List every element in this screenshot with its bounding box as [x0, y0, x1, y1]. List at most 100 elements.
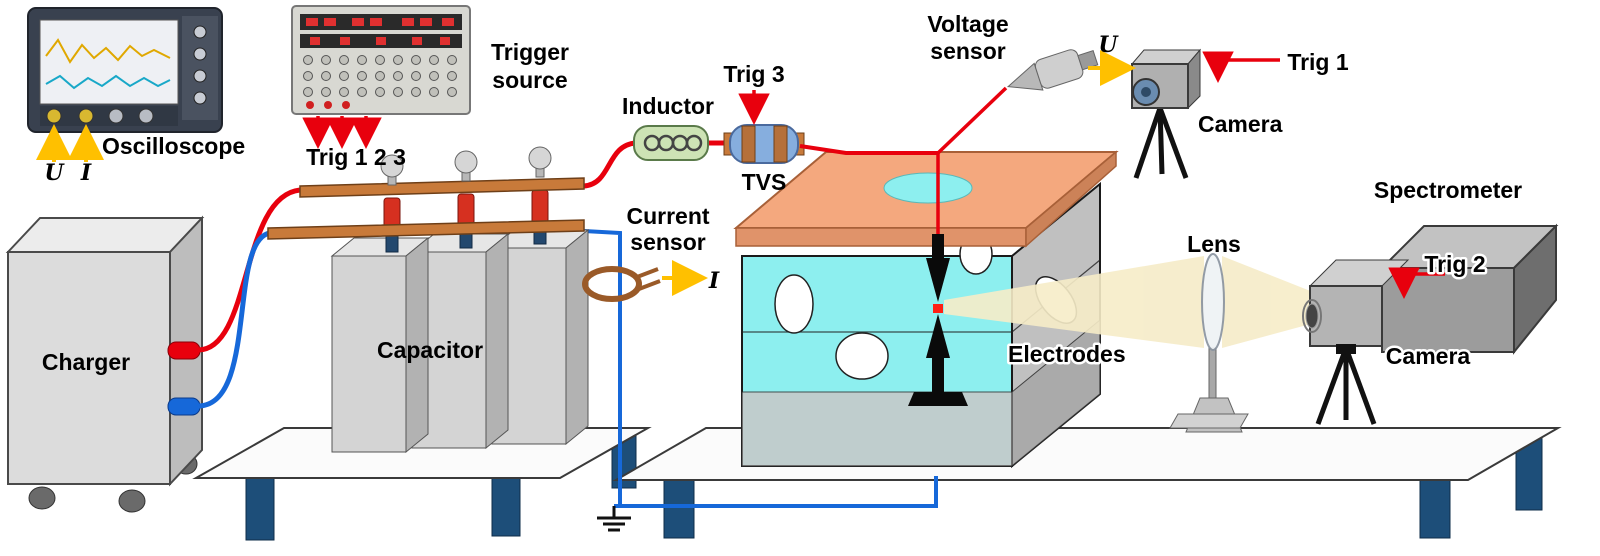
- camera-top-right: [1130, 48, 1280, 179]
- ground-wire: [583, 229, 622, 508]
- hv-wire: [799, 144, 938, 155]
- current-sensor-label-line1: Current: [626, 203, 709, 229]
- capacitor-label: Capacitor: [377, 337, 483, 363]
- tvs-band: [741, 125, 756, 163]
- beam-diverging: [944, 256, 1204, 348]
- capacitor-box-front: [331, 255, 407, 453]
- ground-symbol: [597, 506, 631, 532]
- inductor-body: [633, 125, 709, 161]
- top-electrode-tip: [926, 258, 950, 302]
- led-digits: [306, 18, 454, 26]
- oscilloscope-screen: [39, 19, 179, 105]
- camera-tripod: [1133, 107, 1189, 179]
- top-plate-edge: [1025, 150, 1117, 248]
- trigger-source: [291, 5, 471, 149]
- rogowski-coil-icon: [582, 266, 642, 302]
- viewport: [774, 274, 814, 334]
- table-leg: [663, 479, 695, 539]
- trigger-output-arrows: [302, 116, 382, 149]
- trig1-arrow-icon: [1202, 51, 1280, 83]
- spark-gap: [933, 304, 943, 313]
- waveform-trace: [45, 38, 171, 64]
- voltage-sensor-label-line1: Voltage: [927, 11, 1008, 37]
- top-plate-edge: [735, 227, 1027, 247]
- terminal-sphere: [454, 150, 478, 174]
- light-beam: [944, 256, 1318, 348]
- spectrometer-label: Spectrometer: [1374, 177, 1522, 203]
- camera-lens-pupil: [1141, 87, 1151, 97]
- oscilloscope-i-label: I: [80, 160, 92, 186]
- voltage-sensor-label-line2: sensor: [930, 38, 1005, 64]
- inductor-label: Inductor: [622, 93, 714, 119]
- return-wire: [620, 476, 938, 508]
- terminal-sphere: [528, 146, 552, 170]
- oscilloscope-u-label: U: [44, 160, 65, 186]
- bnc-input-i: [78, 108, 94, 124]
- labels: Oscilloscope U I Trigger source Trig 1 2…: [42, 11, 1522, 375]
- oscilloscope: [27, 7, 223, 162]
- coil-lead: [638, 279, 661, 291]
- charger-top: [5, 217, 205, 253]
- capacitor-box-side: [485, 232, 509, 450]
- chamber-base-side: [1011, 318, 1101, 468]
- led-digits: [310, 37, 450, 45]
- probe-body: [1034, 49, 1084, 89]
- lens-assembly: [1169, 253, 1249, 433]
- bnc-input-u: [46, 108, 62, 124]
- voltage-u-label: U: [1098, 32, 1119, 58]
- knob-grid: [303, 55, 457, 97]
- waveform-trace: [45, 74, 171, 90]
- tvs-label: TVS: [742, 169, 787, 195]
- charger-positive-port: [167, 341, 201, 360]
- inductor: [633, 125, 709, 161]
- bnc-input: [138, 108, 154, 124]
- wires: [197, 140, 938, 508]
- beam-converging: [1222, 256, 1318, 348]
- test-chamber: [733, 86, 1119, 469]
- spectro-tripod: [1315, 347, 1377, 425]
- charger-label: Charger: [42, 349, 130, 375]
- current-i-label: I: [708, 268, 720, 294]
- terminal-sphere: [380, 154, 404, 178]
- trigger-source-label-line2: source: [492, 67, 567, 93]
- electrodes-label: Electrodes: [1008, 341, 1126, 367]
- bottom-electrode-rod: [932, 356, 944, 392]
- coil-lead: [636, 267, 659, 279]
- bnc-input: [108, 108, 124, 124]
- electrode-base: [908, 392, 968, 406]
- bottom-electrode-tip: [926, 314, 950, 358]
- lens-label: Lens: [1187, 231, 1241, 257]
- coil-icon: [643, 134, 703, 152]
- tvs-band: [773, 125, 788, 163]
- tvs-body: [729, 124, 799, 164]
- negative-cable: [197, 230, 271, 409]
- top-electrode-rod: [932, 234, 944, 260]
- table-leg: [245, 477, 275, 541]
- trig1-label: Trig 1: [1287, 49, 1349, 75]
- spectro-camera-lens-ring: [1302, 299, 1322, 333]
- current-sensor: [582, 260, 708, 302]
- spectrometer-front: [1381, 267, 1515, 353]
- oscilloscope-label: Oscilloscope: [102, 133, 245, 159]
- electrodes: [908, 234, 968, 406]
- capacitor-box-side: [565, 228, 589, 446]
- viewport: [835, 332, 889, 380]
- capacitor-post: [385, 235, 399, 253]
- lens-element: [1201, 253, 1225, 351]
- trig2-arrow-icon: [1388, 267, 1445, 299]
- busbar-positive: [299, 177, 585, 198]
- charger-negative-port: [167, 397, 201, 416]
- busbar-negative: [267, 219, 585, 240]
- plate-hole: [883, 172, 973, 204]
- oscilloscope-knobs: [193, 25, 207, 105]
- spectro-camera-label: Camera: [1386, 343, 1471, 369]
- voltage-sensor: [1006, 49, 1136, 91]
- tripod-mount: [1336, 344, 1356, 354]
- capacitor-bank: [267, 146, 590, 454]
- busbar-to-inductor-wire: [583, 140, 637, 189]
- probe-wire: [936, 86, 1008, 155]
- charger-front: [7, 251, 171, 485]
- chamber-base: [741, 391, 1013, 467]
